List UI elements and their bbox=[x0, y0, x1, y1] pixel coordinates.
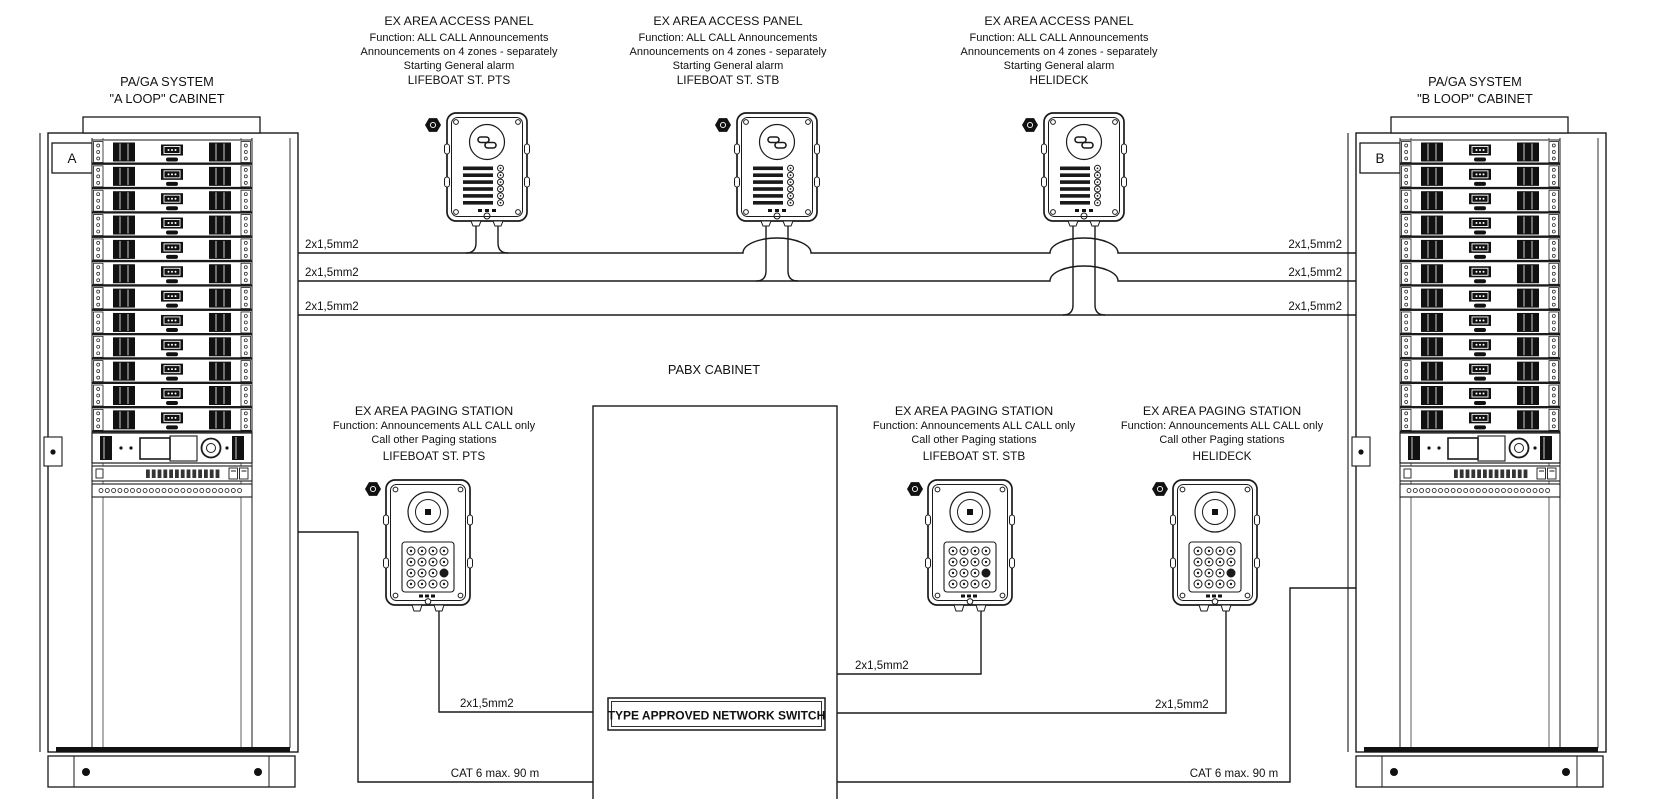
station-title: EX AREA PAGING STATION bbox=[355, 404, 513, 418]
access-panel-device-2 bbox=[733, 112, 821, 227]
bus3-label-left: 2x1,5mm2 bbox=[305, 301, 359, 313]
hex-nut-icon bbox=[1021, 117, 1039, 133]
station-function: Function: Announcements ALL CALL only bbox=[873, 420, 1076, 432]
station-detail: Call other Paging stations bbox=[911, 434, 1037, 446]
station3-cable bbox=[837, 605, 1227, 714]
loop-bus-line-2 bbox=[298, 265, 1356, 282]
paging-station-1-text: EX AREA PAGING STATION Function: Announc… bbox=[333, 404, 536, 463]
paging-station-device-3 bbox=[1169, 479, 1261, 612]
network-switch-label: TYPE APPROVED NETWORK SWITCH bbox=[608, 709, 826, 723]
panel-title: EX AREA ACCESS PANEL bbox=[384, 14, 533, 28]
access-panel-3-text: EX AREA ACCESS PANEL Function: ALL CALL … bbox=[961, 14, 1158, 87]
bus1-label-left: 2x1,5mm2 bbox=[305, 239, 359, 251]
access-panel-device-1 bbox=[443, 112, 531, 227]
panel-location: LIFEBOAT ST. STB bbox=[677, 73, 780, 87]
access-panel-1-text: EX AREA ACCESS PANEL Function: ALL CALL … bbox=[361, 14, 558, 87]
bus2-label-right: 2x1,5mm2 bbox=[1288, 267, 1342, 279]
station-location: HELIDECK bbox=[1192, 449, 1251, 463]
panel-detail: Announcements on 4 zones - separately bbox=[630, 46, 827, 58]
cabinet-a bbox=[40, 117, 298, 787]
paging-station-2-text: EX AREA PAGING STATION Function: Announc… bbox=[873, 404, 1076, 463]
hex-nut-icon bbox=[1151, 481, 1169, 497]
panel3-drop-left bbox=[1062, 220, 1074, 316]
cat6-cable-right bbox=[769, 587, 1356, 783]
panel-title: EX AREA ACCESS PANEL bbox=[653, 14, 802, 28]
paging-station-device-2 bbox=[924, 479, 1016, 612]
station2-cable bbox=[837, 605, 982, 675]
cat6-label-right: CAT 6 max. 90 m bbox=[1190, 768, 1278, 780]
bus2-label-left: 2x1,5mm2 bbox=[305, 267, 359, 279]
panel2-drop-left bbox=[755, 220, 767, 282]
station-title: EX AREA PAGING STATION bbox=[895, 404, 1053, 418]
hex-nut-icon bbox=[714, 117, 732, 133]
cable-labels: 2x1,5mm2 2x1,5mm2 2x1,5mm2 2x1,5mm2 2x1,… bbox=[305, 239, 1342, 780]
station1-cable-label: 2x1,5mm2 bbox=[460, 698, 514, 710]
station-function: Function: Announcements ALL CALL only bbox=[1121, 420, 1324, 432]
pabx-cabinet-outline bbox=[592, 405, 838, 799]
cabinet-b bbox=[1348, 117, 1606, 787]
station-location: LIFEBOAT ST. PTS bbox=[383, 449, 486, 463]
station-function: Function: Announcements ALL CALL only bbox=[333, 420, 536, 432]
panel-function: Function: ALL CALL Announcements bbox=[370, 32, 549, 44]
paging-station-device-1 bbox=[382, 479, 474, 612]
access-panel-2-text: EX AREA ACCESS PANEL Function: ALL CALL … bbox=[630, 14, 827, 87]
panel-detail: Starting General alarm bbox=[1004, 60, 1115, 72]
cabinet-a-door-label: A bbox=[67, 151, 76, 166]
bus1-label-right: 2x1,5mm2 bbox=[1288, 239, 1342, 251]
panel-title: EX AREA ACCESS PANEL bbox=[984, 14, 1133, 28]
cabinet-a-title-2: "A LOOP" CABINET bbox=[109, 91, 224, 106]
cabinet-a-title-1: PA/GA SYSTEM bbox=[120, 74, 214, 89]
station-detail: Call other Paging stations bbox=[371, 434, 497, 446]
paging-station-3-text: EX AREA PAGING STATION Function: Announc… bbox=[1121, 404, 1324, 463]
panel-detail: Announcements on 4 zones - separately bbox=[961, 46, 1158, 58]
panel1-drop-left bbox=[465, 220, 477, 254]
loop-bus-line-1 bbox=[298, 237, 1356, 254]
station2-cable-label: 2x1,5mm2 bbox=[855, 660, 909, 672]
cabinet-b-door-label: B bbox=[1375, 151, 1384, 166]
station3-cable-label: 2x1,5mm2 bbox=[1155, 699, 1209, 711]
station1-cable bbox=[438, 605, 593, 713]
station-location: LIFEBOAT ST. STB bbox=[923, 449, 1026, 463]
panel-location: HELIDECK bbox=[1029, 73, 1088, 87]
panel1-drop-right bbox=[497, 220, 509, 254]
panel-detail: Starting General alarm bbox=[404, 60, 515, 72]
panel-function: Function: ALL CALL Announcements bbox=[639, 32, 818, 44]
panel-location: LIFEBOAT ST. PTS bbox=[408, 73, 511, 87]
cabinet-b-title-2: "B LOOP" CABINET bbox=[1417, 91, 1533, 106]
station-detail: Call other Paging stations bbox=[1159, 434, 1285, 446]
station-title: EX AREA PAGING STATION bbox=[1143, 404, 1301, 418]
hex-nut-icon bbox=[364, 481, 382, 497]
cat6-label-left: CAT 6 max. 90 m bbox=[451, 768, 539, 780]
panel-function: Function: ALL CALL Announcements bbox=[970, 32, 1149, 44]
hex-nut-icon bbox=[906, 481, 924, 497]
panel2-drop-right bbox=[787, 220, 799, 282]
panel3-drop-right bbox=[1094, 220, 1106, 316]
cabinet-b-title-1: PA/GA SYSTEM bbox=[1428, 74, 1522, 89]
pabx-cabinet-label: PABX CABINET bbox=[668, 362, 760, 377]
hex-nut-icon bbox=[424, 117, 442, 133]
network-switch-box: TYPE APPROVED NETWORK SWITCH bbox=[607, 697, 826, 731]
bus3-label-right: 2x1,5mm2 bbox=[1288, 301, 1342, 313]
panel-detail: Starting General alarm bbox=[673, 60, 784, 72]
panel-detail: Announcements on 4 zones - separately bbox=[361, 46, 558, 58]
access-panel-device-3 bbox=[1040, 112, 1128, 227]
